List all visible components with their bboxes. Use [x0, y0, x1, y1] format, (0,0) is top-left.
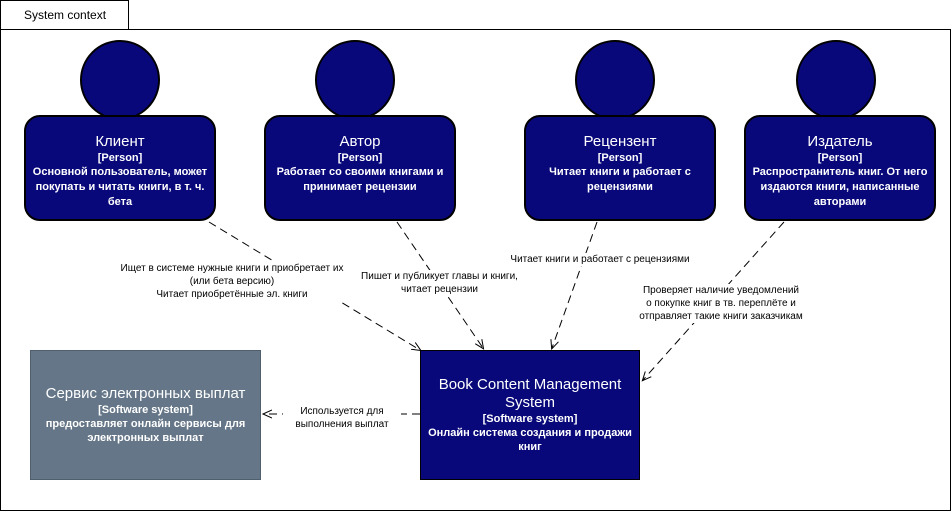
reviewer-person-head: [575, 40, 655, 120]
main-system-box[interactable]: Book Content Management System [Software…: [420, 350, 640, 480]
publisher-person-head: [796, 40, 876, 120]
publisher-type: [Person]: [817, 152, 863, 164]
payments-system-type: [Software system]: [98, 404, 193, 416]
diagram-tab[interactable]: System context: [0, 0, 129, 29]
reviewer-type: [Person]: [597, 152, 643, 164]
publisher-description: Распространитель книг. От него издаются …: [752, 166, 928, 208]
edge-label-publisher: Проверяет наличие уведомлений о покупке …: [627, 284, 815, 323]
client-person-box[interactable]: Клиент [Person] Основной пользователь, м…: [24, 115, 216, 221]
edge-label-client-line: Ищет в системе нужные книги и приобретае…: [120, 263, 344, 274]
client-type: [Person]: [97, 152, 143, 164]
payments-system-description: предоставляет онлайн сервисы для электро…: [45, 418, 246, 444]
edge-label-payments-line: Используется для: [300, 406, 384, 417]
edge-label-publisher-line: отправляет такие книги заказчикам: [639, 311, 803, 322]
main-system-type: [Software system]: [482, 413, 578, 425]
main-system-description: Онлайн система создания и продажи книг: [428, 427, 632, 453]
client-person-head: [80, 40, 160, 120]
author-type: [Person]: [337, 152, 383, 164]
edge-label-client-line: (или бета версию): [189, 276, 275, 287]
author-description: Работает со своими книгами и принимает р…: [276, 166, 444, 193]
edge-label-client-line: Читает приобретённые эл. книги: [156, 289, 308, 300]
reviewer-person-box[interactable]: Рецензент [Person] Читает книги и работа…: [524, 115, 716, 221]
main-system-name: Book Content Management System: [438, 376, 622, 411]
client-description: Основной пользователь, может покупать и …: [32, 166, 208, 208]
reviewer-name: Рецензент: [583, 133, 657, 150]
payments-system-name: Сервис электронных выплат: [45, 385, 246, 402]
reviewer-description: Читает книги и работает с рецензиями: [549, 166, 691, 193]
author-name: Автор: [339, 133, 381, 150]
edge-label-publisher-line: о покупке книг в тв. переплёте и: [646, 298, 796, 309]
edge-reviewer[interactable]: [552, 221, 598, 348]
edge-label-author: Пишет и публикует главы и книги, читает …: [352, 270, 527, 296]
publisher-name: Издатель: [807, 133, 873, 150]
author-person-head: [315, 40, 395, 120]
edge-label-publisher-line: Проверяет наличие уведомлений: [642, 285, 800, 296]
author-person-box[interactable]: Автор [Person] Работает со своими книгам…: [264, 115, 456, 221]
edge-label-reviewer-line: Читает книги и работает с рецензиями: [510, 254, 690, 265]
payments-system-box[interactable]: Сервис электронных выплат [Software syst…: [30, 350, 261, 480]
edge-label-payments: Используется для выполнения выплат: [283, 405, 401, 431]
edge-label-author-line: читает рецензии: [401, 284, 478, 295]
edge-label-reviewer: Читает книги и работает с рецензиями: [500, 253, 700, 266]
client-name: Клиент: [95, 133, 145, 150]
publisher-person-box[interactable]: Издатель [Person] Распространитель книг.…: [744, 115, 936, 221]
edge-label-client: Ищет в системе нужные книги и приобретае…: [106, 262, 358, 301]
edge-label-author-line: Пишет и публикует главы и книги,: [361, 271, 518, 282]
edge-label-payments-line: выполнения выплат: [295, 419, 389, 430]
